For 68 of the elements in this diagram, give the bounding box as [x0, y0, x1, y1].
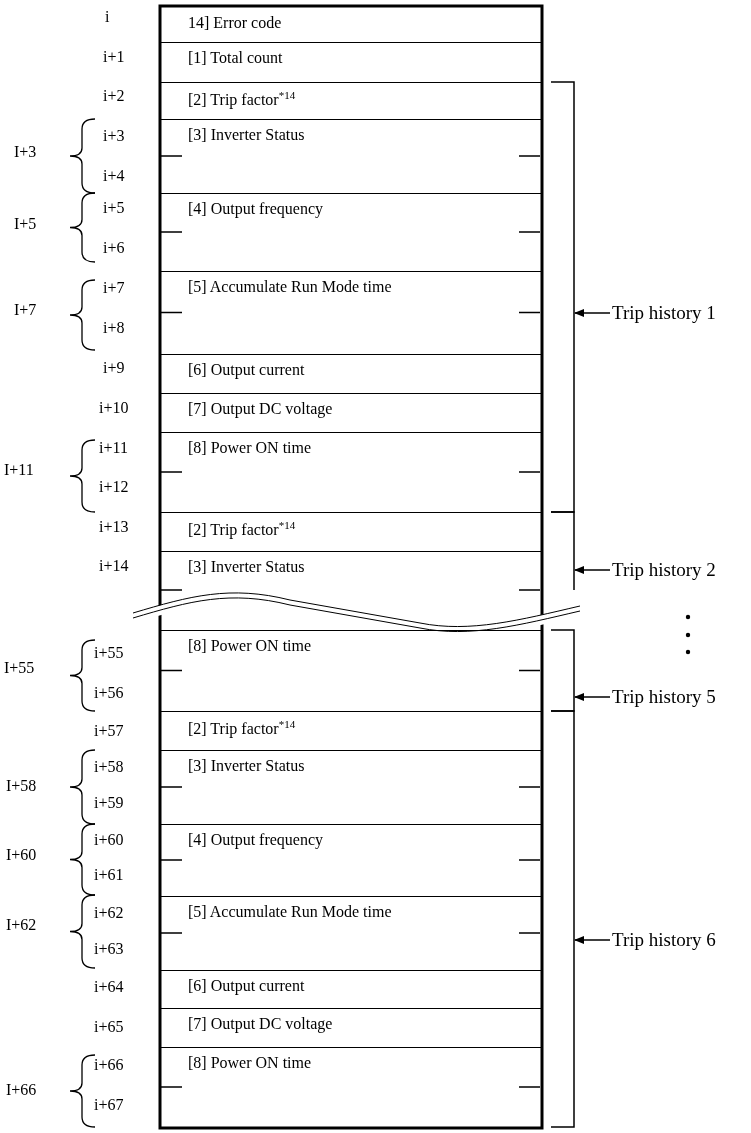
memory-row: [6] Output current [160, 354, 541, 393]
range-label: I+58 [6, 776, 37, 796]
address-label: i+3 [103, 126, 125, 146]
address-label: i+11 [99, 438, 128, 458]
address-label: i [105, 7, 110, 27]
address-label: i+63 [94, 939, 124, 959]
address-label: i+62 [94, 903, 124, 923]
section-label: Trip history 1 [612, 302, 716, 324]
memory-row: [3] Inverter Status [160, 750, 541, 824]
range-label: I+3 [14, 142, 37, 162]
address-label: i+6 [103, 238, 125, 258]
arrow [574, 309, 611, 317]
range-label: I+66 [6, 1080, 37, 1100]
address-label: i+14 [99, 556, 129, 576]
arrow [574, 693, 611, 701]
bracket [550, 710, 575, 1128]
address-label: i+4 [103, 166, 125, 186]
range-label: I+7 [14, 300, 37, 320]
address-label: i+65 [94, 1017, 124, 1037]
section-label: Trip history 2 [612, 559, 716, 581]
memory-row: [7] Output DC voltage [160, 393, 541, 432]
address-label: i+61 [94, 865, 124, 885]
memory-row: [8] Power ON time [160, 1047, 541, 1127]
range-label: I+55 [4, 658, 35, 678]
arrow [574, 566, 611, 574]
address-label: i+12 [99, 477, 129, 497]
address-label: i+56 [94, 683, 124, 703]
memory-row: [5] Accumulate Run Mode time [160, 896, 541, 970]
address-label: i+2 [103, 86, 125, 106]
memory-row: [8] Power ON time [160, 432, 541, 512]
address-label: i+55 [94, 643, 124, 663]
memory-row: [2] Trip factor$^{*14}$ [160, 82, 541, 119]
range-label: I+62 [6, 915, 37, 935]
address-label: i+13 [99, 517, 129, 537]
arrow [574, 936, 611, 944]
address-label: i+67 [94, 1095, 124, 1115]
memory-row: [2] Trip factor$^{*14}$ [160, 711, 541, 750]
memory-row: [7] Output DC voltage [160, 1008, 541, 1047]
memory-row: 14] Error code [160, 8, 541, 42]
bracket [550, 81, 575, 513]
address-label: i+60 [94, 830, 124, 850]
memory-row: [2] Trip factor$^{*14}$ [160, 512, 541, 551]
range-label: I+60 [6, 845, 37, 865]
section-label: Trip history 6 [612, 929, 716, 951]
range-label: I+11 [4, 460, 34, 480]
address-label: i+64 [94, 977, 124, 997]
address-label: i+7 [103, 278, 125, 298]
memory-row: [4] Output frequency [160, 824, 541, 896]
memory-row: [1] Total count [160, 42, 541, 82]
address-label: i+66 [94, 1055, 124, 1075]
bracket [550, 629, 575, 712]
address-label: i+9 [103, 358, 125, 378]
address-label: i+58 [94, 757, 124, 777]
memory-row: [6] Output current [160, 970, 541, 1008]
address-label: i+1 [103, 47, 125, 67]
range-label: I+5 [14, 214, 37, 234]
memory-row: [5] Accumulate Run Mode time [160, 271, 541, 354]
address-label: i+5 [103, 198, 125, 218]
memory-row: [3] Inverter Status [160, 119, 541, 193]
memory-row: [8] Power ON time [160, 630, 541, 711]
address-label: i+59 [94, 793, 124, 813]
address-label: i+8 [103, 318, 125, 338]
address-label: i+10 [99, 398, 129, 418]
memory-row: [4] Output frequency [160, 193, 541, 271]
memory-row: [3] Inverter Status [160, 551, 541, 630]
bracket [550, 511, 575, 591]
address-label: i+57 [94, 721, 124, 741]
section-label: Trip history 5 [612, 686, 716, 708]
